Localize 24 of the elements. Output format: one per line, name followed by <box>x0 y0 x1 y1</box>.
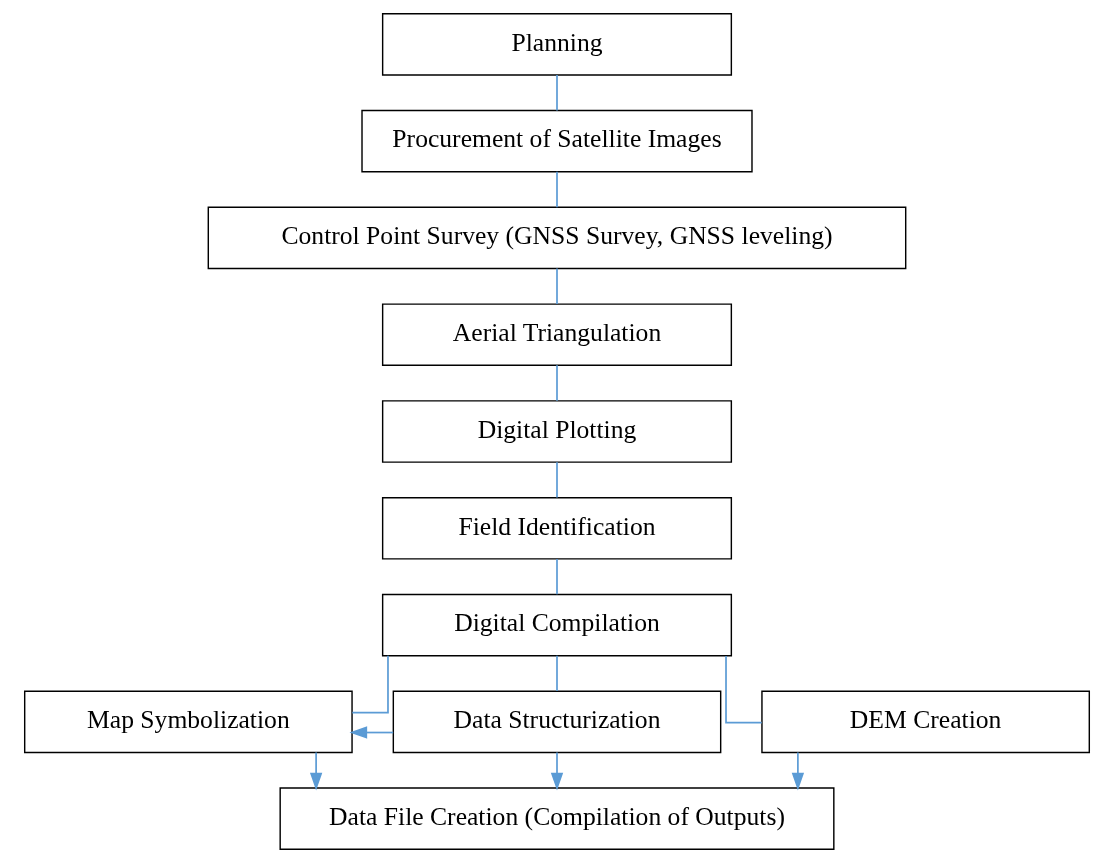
node-box: Map Symbolization <box>24 690 353 754</box>
connector <box>556 364 558 402</box>
connector <box>556 558 558 596</box>
connector <box>351 654 389 714</box>
arrow <box>550 751 564 791</box>
node-box: Control Point Survey (GNSS Survey, GNSS leveling) <box>207 206 907 270</box>
connector <box>556 170 558 209</box>
arrow <box>791 751 805 791</box>
arrow <box>309 751 323 791</box>
connector <box>725 655 763 724</box>
connector <box>556 74 558 112</box>
node-box: Data File Creation (Compilation of Outputs) <box>279 787 835 850</box>
connector <box>556 461 558 499</box>
node-box: Field Identification <box>381 496 733 560</box>
node-box: Digital Compilation <box>381 593 733 657</box>
node-box: Planning <box>381 13 733 76</box>
node-box: Procurement of Satellite Images <box>361 109 753 173</box>
connector <box>556 267 558 305</box>
connector <box>556 654 558 692</box>
arrow <box>349 726 395 739</box>
node-box: Digital Plotting <box>381 400 733 463</box>
node-box: DEM Creation <box>761 690 1090 754</box>
node-box: Aerial Triangulation <box>381 303 733 367</box>
node-box: Data Structurization <box>392 690 722 754</box>
